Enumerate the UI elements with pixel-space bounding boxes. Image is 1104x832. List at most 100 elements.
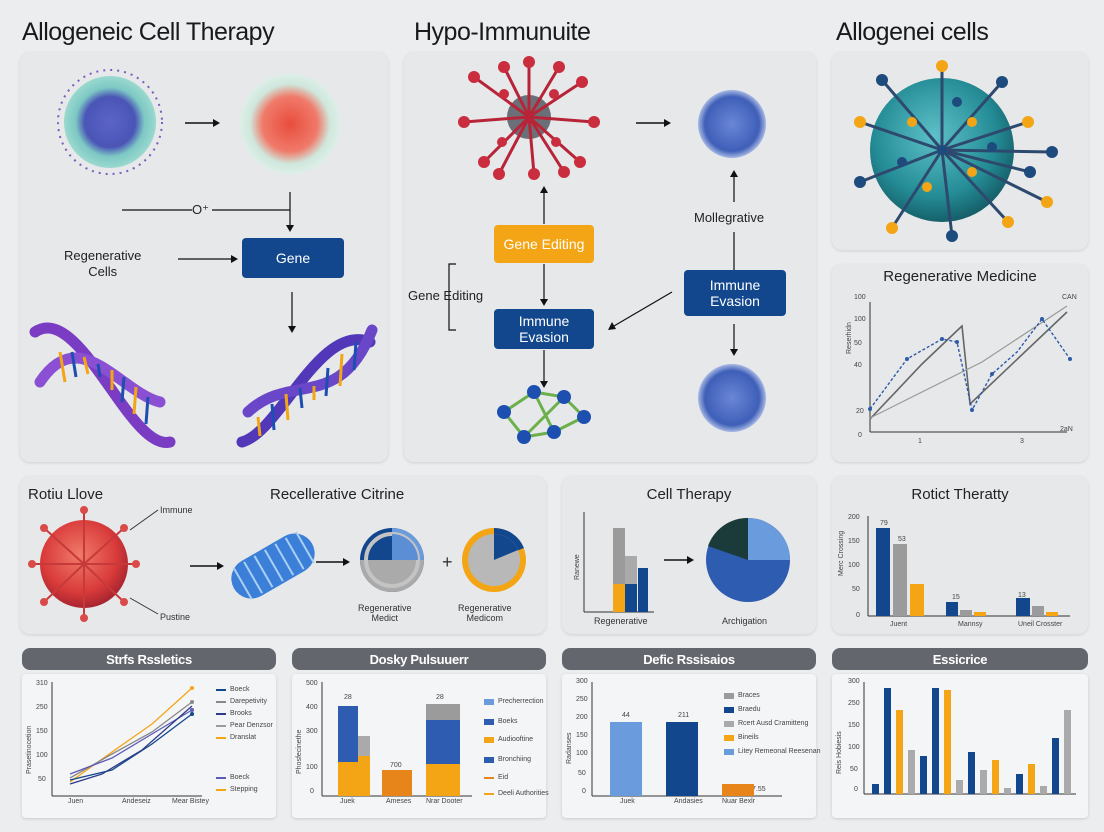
c2-ytick-1: 500 [306,680,318,687]
pustine-small-label: Pustine [160,612,191,622]
c4-ytick-4: 100 [848,744,860,751]
regen-xtick-1: 1 [918,438,922,445]
c1-ytick-5: 50 [38,776,46,783]
c1-x-3: Mear Bistey [172,798,209,805]
arrow-label: O⁺ [192,202,209,217]
molecule-icon-red [458,56,600,180]
c2-ytick-5: 0 [310,788,314,795]
cell-icon-2 [240,74,340,174]
title-right: Allogenei cells [836,18,989,46]
c3-val-1: 44 [622,712,630,719]
red-virus-icon [28,506,140,622]
network-icon [502,390,586,439]
c3-val-3: 7.55 [752,786,766,793]
panel-allogenei-cells [832,52,1088,250]
regen-line-chart [868,302,1072,433]
c2-ytick-3: 300 [306,728,318,735]
c3-legend-4: Bineils [724,734,759,741]
c1-x-1: Juen [68,798,84,805]
card-dosky-bars: Phosfecinethe 500 400 300 100 0 28 700 2… [292,674,549,818]
c1-ytick-3: 150 [36,728,48,735]
c3-val-2: 211 [678,712,690,719]
rotict-ytick-3: 100 [848,562,860,569]
c1-legend-1: Boeck [216,686,249,693]
c3-legend-5: Litey Remeonal Reesenan [724,748,821,755]
c4-ytick-5: 50 [850,766,858,773]
title-middle: Hypo-Immunuite [414,18,591,46]
rotict-title: Rotict Theratty [911,486,1009,503]
panel-regen-medicine: Regenerative Medicine Reserhidn 100 100 … [832,264,1088,462]
c1-ytick-1: 310 [36,680,48,687]
donut-chart-1 [360,528,424,592]
c2-legend-2: Boeks [484,718,517,725]
c1-ytick-4: 100 [36,752,48,759]
cell-icon-1 [57,69,163,175]
panel-rotict: Rotict Theratty Merc Crossing 200 150 10… [832,476,1088,634]
regen-xtick-2: 3 [1020,438,1024,445]
header-strfs: Strfs Rssletics [22,648,276,670]
c3-ytick-2: 250 [576,696,588,703]
rotict-x-2: Mannsy [958,621,983,628]
regen-chart-title: Regenerative Medicine [883,268,1037,285]
rotiu-title: Rotiu Llove [28,486,104,503]
c3-ytick-4: 150 [576,732,588,739]
gene-editing-label: Gene Editing [408,288,484,303]
rotict-bar-chart [867,516,1070,617]
blue-helix-icon [231,531,315,600]
c2-bar-chart [321,682,472,797]
c4-ytick-1: 300 [848,678,860,685]
c3-x-3: Nuar Bexlr [722,798,756,805]
c1-legend-7: Stepping [216,786,258,793]
rotict-x-1: Juent [890,621,908,628]
immune-evasion-left-box: Immune Evasion [494,309,594,349]
c4-ytick-2: 250 [848,700,860,707]
c3-ytick-3: 200 [576,714,588,721]
pie-label-2: Regenerative Medicom [458,603,512,623]
regen-ytick-4: 40 [854,362,862,369]
c2-x-1: Juek [340,798,355,805]
c2-ytick-2: 400 [306,704,318,711]
c3-legend-2: Braedu [724,706,761,713]
header-dosky: Dosky Pulsuuerr [292,648,546,670]
rotict-val-3: 15 [952,594,960,601]
c2-legend-3: Audiooftine [484,736,533,743]
rotict-val-1: 79 [880,520,888,527]
c3-bar-chart [591,682,782,797]
regen-ytick-2: 100 [854,316,866,323]
c4-ytick-6: 0 [854,786,858,793]
card-strfs-line: Prasetinocetion 310 250 150 100 50 Juen … [22,674,276,818]
c2-x-2: Ameses [386,798,412,805]
regen-ytick-5: 20 [856,408,864,415]
regen-label-can: CAN [1062,294,1077,301]
c3-ytick-7: 0 [582,788,586,795]
regen-ytick-1: 100 [854,294,866,301]
cell-icon-blue-top [698,90,766,158]
c1-legend-4: Pear Denzsor [216,722,273,729]
rotiu-graphics: + [28,506,526,622]
c1-legend-6: Boeck [216,774,249,781]
rotict-ytick-4: 50 [852,586,860,593]
c4-ytick-3: 150 [848,722,860,729]
panel-hypoimmune: Gene Editing Gene Editing Immune Evasion… [404,52,816,462]
panel1-graphics [29,69,378,448]
panel2-graphics [448,56,766,444]
header-defic: Defic Rssisaios [562,648,816,670]
virus-icon [854,60,1058,242]
regen-label-2an: 2aN [1060,426,1073,433]
cell-icon-blue-bottom [698,364,766,432]
c3-legend-1: Braces [724,692,760,699]
card-essicrice-bars: Reis Hobiesis 300 250 150 100 50 0 [832,674,1088,818]
c2-legend-5: Eid [484,774,508,781]
regen-ytick-3: 50 [854,340,862,347]
panel-cell-therapy: Cell Therapy Regenerative Archigation Ra… [562,476,816,634]
c1-line-chart [51,682,202,797]
c2-legend-6: Deeli Authorities [484,790,549,797]
donut-chart-2 [462,527,526,592]
virus-graphic [854,60,1058,242]
ct-left-label: Regenerative [594,616,648,626]
cell-therapy-title: Cell Therapy [646,486,732,503]
c2-x-3: Nrar Dooter [426,798,463,805]
rotict-val-4: 13 [1018,592,1026,599]
rotict-ytick-2: 150 [848,538,860,545]
immune-evasion-right-box: Immune Evasion [684,270,786,316]
